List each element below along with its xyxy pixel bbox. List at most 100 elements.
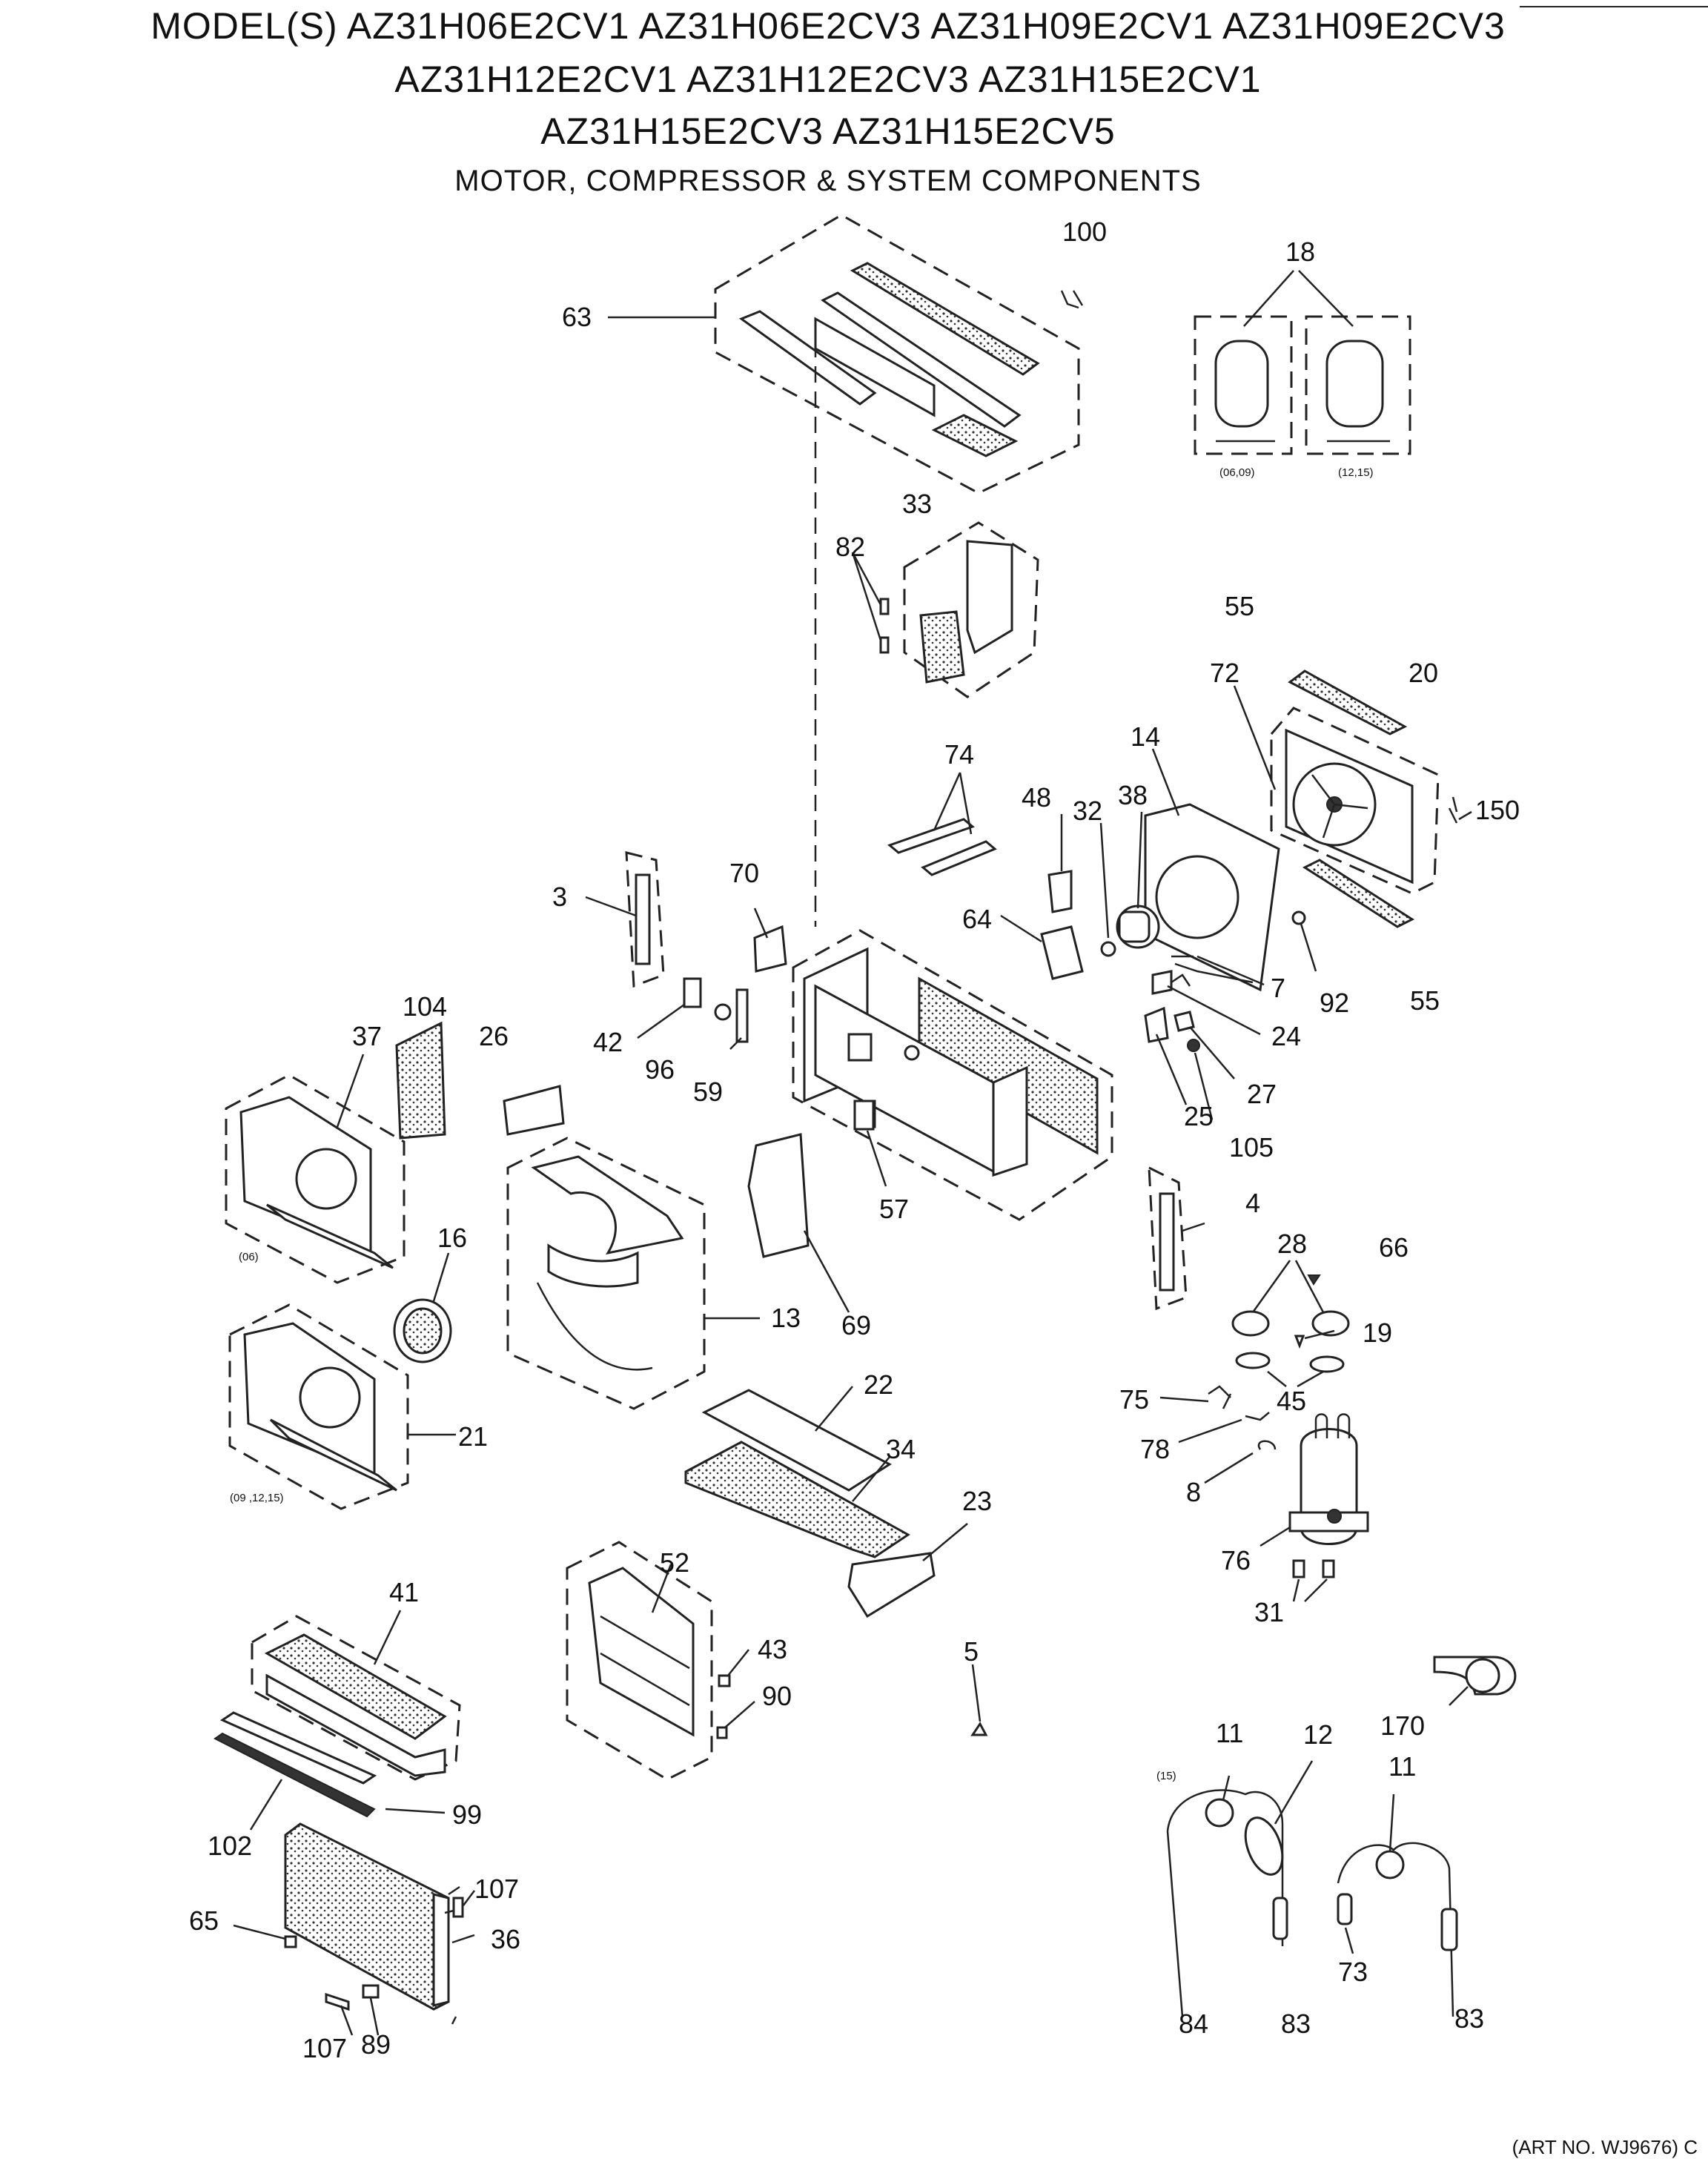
top-panel-group bbox=[608, 214, 1080, 927]
label-48: 48 bbox=[1022, 782, 1051, 813]
label-45: 45 bbox=[1277, 1386, 1306, 1416]
label-102: 102 bbox=[208, 1831, 252, 1861]
label-107-top: 107 bbox=[474, 1874, 519, 1904]
label-38: 38 bbox=[1118, 780, 1148, 810]
capillary-assemblies bbox=[1166, 1760, 1458, 2017]
label-89: 89 bbox=[361, 2029, 391, 2060]
label-42: 42 bbox=[593, 1027, 623, 1057]
label-70: 70 bbox=[729, 858, 759, 888]
label-83-left: 83 bbox=[1281, 2008, 1311, 2039]
label-92: 92 bbox=[1320, 988, 1349, 1018]
scroll-21 bbox=[228, 1303, 456, 1510]
base-pan-group bbox=[792, 929, 1113, 1221]
label-107-bottom: 107 bbox=[302, 2033, 347, 2063]
label-34: 34 bbox=[886, 1434, 916, 1464]
label-66: 66 bbox=[1379, 1232, 1409, 1263]
evaporator-36-group bbox=[233, 1822, 475, 2036]
label-16: 16 bbox=[437, 1223, 467, 1253]
label-31: 31 bbox=[1254, 1597, 1284, 1627]
label-96: 96 bbox=[645, 1054, 675, 1085]
label-104: 104 bbox=[403, 991, 447, 1022]
note-15: (15) bbox=[1156, 1770, 1176, 1782]
label-99: 99 bbox=[452, 1799, 482, 1830]
label-8: 8 bbox=[1186, 1477, 1201, 1507]
control-parts-right bbox=[1148, 1166, 1350, 1388]
note-09-12-15: (09 ,12,15) bbox=[230, 1492, 284, 1504]
parts-57-69 bbox=[747, 1100, 887, 1313]
label-150: 150 bbox=[1475, 795, 1520, 825]
variant-notes: (06,09) (12,15) (06) (09 ,12,15) (15) bbox=[230, 466, 1374, 1782]
label-82: 82 bbox=[835, 532, 865, 562]
label-57: 57 bbox=[879, 1194, 909, 1224]
label-72: 72 bbox=[1210, 658, 1239, 688]
label-4: 4 bbox=[1245, 1188, 1260, 1218]
grille-41-group bbox=[214, 1610, 461, 1831]
label-74: 74 bbox=[944, 739, 974, 770]
drain-trays bbox=[684, 1386, 968, 1619]
fan-shroud-group bbox=[1000, 748, 1280, 992]
compressor-group bbox=[1194, 270, 1411, 455]
part-5 bbox=[970, 1664, 988, 1736]
heater-52-group bbox=[566, 1541, 755, 1781]
label-75: 75 bbox=[1119, 1384, 1149, 1415]
panel-33-group bbox=[851, 521, 1039, 698]
model-line-1: MODEL(S) AZ31H06E2CV1 AZ31H06E2CV3 AZ31H… bbox=[150, 5, 1506, 47]
label-59: 59 bbox=[693, 1077, 723, 1107]
label-52: 52 bbox=[660, 1547, 689, 1578]
label-23: 23 bbox=[962, 1486, 992, 1516]
model-line-3: AZ31H15E2CV3 AZ31H15E2CV5 bbox=[540, 110, 1116, 152]
label-84: 84 bbox=[1179, 2008, 1208, 2039]
label-26: 26 bbox=[479, 1021, 509, 1051]
label-5: 5 bbox=[964, 1636, 979, 1667]
label-69: 69 bbox=[841, 1310, 871, 1340]
blower-housing-13 bbox=[506, 1137, 760, 1410]
label-20: 20 bbox=[1409, 658, 1438, 688]
label-18: 18 bbox=[1285, 237, 1315, 267]
label-3: 3 bbox=[552, 882, 567, 912]
label-11-right: 11 bbox=[1388, 1751, 1416, 1782]
condenser-group bbox=[1233, 669, 1472, 928]
label-90: 90 bbox=[762, 1681, 792, 1711]
scroll-37 bbox=[225, 1054, 406, 1284]
label-83-right: 83 bbox=[1454, 2003, 1484, 2034]
label-63: 63 bbox=[562, 302, 592, 332]
small-parts-right bbox=[1144, 910, 1317, 1120]
label-7: 7 bbox=[1271, 973, 1285, 1003]
label-105: 105 bbox=[1229, 1132, 1274, 1163]
header-rule bbox=[1520, 6, 1708, 7]
label-73: 73 bbox=[1338, 1957, 1368, 1987]
label-19: 19 bbox=[1363, 1317, 1392, 1348]
label-41: 41 bbox=[389, 1577, 419, 1607]
label-33: 33 bbox=[902, 489, 932, 519]
label-43: 43 bbox=[758, 1634, 787, 1664]
label-55-top: 55 bbox=[1225, 591, 1254, 621]
label-28: 28 bbox=[1277, 1229, 1307, 1259]
note-06-09: (06,09) bbox=[1219, 466, 1255, 479]
brackets-left-group bbox=[585, 851, 787, 1050]
label-21: 21 bbox=[458, 1421, 488, 1452]
blower-wheel-16 bbox=[393, 1252, 452, 1363]
section-subtitle: MOTOR, COMPRESSOR & SYSTEM COMPONENTS bbox=[454, 165, 1202, 197]
part-100-clip bbox=[1060, 290, 1084, 309]
label-37: 37 bbox=[352, 1021, 382, 1051]
label-170: 170 bbox=[1380, 1710, 1425, 1741]
panels-104-26 bbox=[395, 1021, 565, 1140]
model-line-2: AZ31H12E2CV1 AZ31H12E2CV3 AZ31H15E2CV1 bbox=[394, 59, 1262, 100]
label-64: 64 bbox=[962, 904, 992, 934]
label-32: 32 bbox=[1073, 796, 1102, 826]
label-12: 12 bbox=[1303, 1719, 1333, 1750]
label-27: 27 bbox=[1247, 1079, 1277, 1109]
label-25: 25 bbox=[1184, 1101, 1214, 1131]
label-22: 22 bbox=[864, 1369, 893, 1400]
label-55-bottom: 55 bbox=[1410, 985, 1440, 1016]
rails-74 bbox=[887, 772, 997, 876]
label-76: 76 bbox=[1221, 1545, 1251, 1576]
part-number-labels: 100 18 63 33 82 55 20 72 14 74 48 32 38 … bbox=[189, 216, 1520, 2063]
label-78: 78 bbox=[1140, 1434, 1170, 1464]
label-14: 14 bbox=[1131, 721, 1160, 752]
note-12-15: (12,15) bbox=[1338, 466, 1374, 479]
art-number: (ART NO. WJ9676) C bbox=[1512, 2136, 1698, 2158]
label-65: 65 bbox=[189, 1905, 219, 1936]
